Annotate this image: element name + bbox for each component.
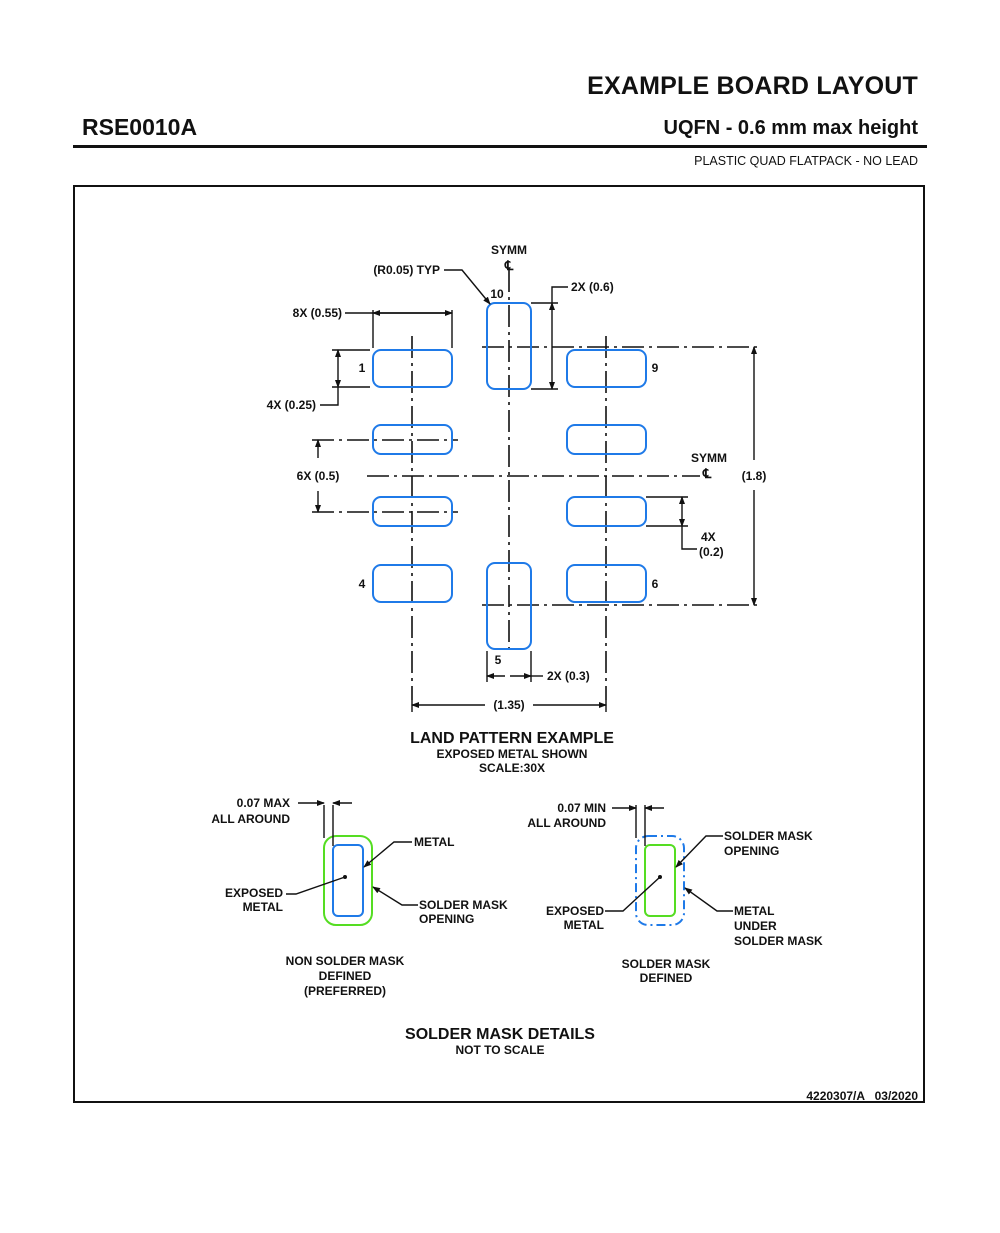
pad-10 [486,302,532,390]
smd-metal-under-mask-label: METAL [734,904,774,918]
pin-label-9: 9 [652,361,659,375]
dim-pad-length: 8X (0.55) [293,306,342,320]
solder-mask-details-subtitle: NOT TO SCALE [455,1043,544,1057]
centerline-icon: ℄ [504,258,514,273]
pad-1 [372,349,453,388]
pin-label-4: 4 [359,577,366,591]
nsmd-clearance-label: 0.07 MAX [237,796,290,810]
land-pattern-subtitle: EXPOSED METAL SHOWN [437,747,588,761]
part-number: RSE0010A [82,114,198,140]
nsmd-metal-label: METAL [414,835,454,849]
smd-labels: 0.07 MIN ALL AROUND SOLDER MASK OPENING … [527,801,823,985]
pin-label-6: 6 [652,577,659,591]
dim-row-span: (1.8) [742,469,767,483]
pad-5 [486,562,532,650]
pad-7 [566,496,647,527]
smd-opening-label-2: OPENING [724,844,779,858]
package-description: UQFN - 0.6 mm max height [663,117,919,139]
symm-label-horizontal: SYMM [691,451,727,465]
centerlines [312,270,762,700]
nsmd-labels: 0.07 MAX ALL AROUND METAL EXPOSED METAL … [211,796,508,998]
smd-clearance-label: 0.07 MIN [557,801,606,815]
pads [372,302,647,650]
land-pattern [312,269,762,712]
dim-center-pad-width: 2X (0.3) [547,669,590,683]
land-pattern-title: LAND PATTERN EXAMPLE [410,730,614,747]
dim-corner-radius: (R0.05) TYP [373,263,440,277]
pad-6 [566,564,647,603]
smd-metal-under-mask-label-3: SOLDER MASK [734,934,823,948]
smd-clearance-label-2: ALL AROUND [527,816,606,830]
smd-caption-2: DEFINED [640,971,693,985]
nsmd-exposed-metal-label-2: METAL [243,900,283,914]
land-pattern-scale: SCALE:30X [479,761,545,775]
nsmd-exposed-metal-label: EXPOSED [225,886,283,900]
page-title: EXAMPLE BOARD LAYOUT [587,72,918,100]
nsmd-clearance-label-2: ALL AROUND [211,812,290,826]
dim-side-pad-width: 4X (0.25) [267,398,316,412]
metal-under-mask-outline [635,835,685,926]
pad-9 [566,349,647,388]
drawing-frame [73,185,925,1103]
solder-mask-opening-outline [644,844,676,917]
pad-4 [372,564,453,603]
nsmd-caption-3: (PREFERRED) [304,984,386,998]
pin-label-5: 5 [495,653,502,667]
pin-label-1: 1 [359,361,366,375]
dim-center-pad-length: 2X (0.6) [571,280,614,294]
dim-pitch: 6X (0.5) [297,469,340,483]
metal-pad-outline [332,844,364,917]
smd-caption: SOLDER MASK [622,957,711,971]
smd-opening-label: SOLDER MASK [724,829,813,843]
pad-8 [566,424,647,455]
land-pattern-labels: SYMM ℄ (R0.05) TYP 10 2X (0.6) 8X (0.55)… [267,243,767,775]
package-type: PLASTIC QUAD FLATPACK - NO LEAD [694,154,918,168]
centerline-icon: ℄ [702,466,712,481]
dim-column-span: (1.35) [493,698,524,712]
smd-detail [605,805,733,926]
dimension-lines [315,269,757,712]
header-divider [73,145,927,148]
dim-inner-pad-width: (0.2) [699,545,724,559]
solder-mask-opening-outline [323,835,373,926]
pad-2 [372,424,453,455]
smd-metal-under-mask-label-2: UNDER [734,919,777,933]
document-id: 4220307/A 03/2020 [806,1089,918,1103]
nsmd-caption: NON SOLDER MASK [286,954,405,968]
pin-label-10: 10 [490,287,504,301]
pad-3 [372,496,453,527]
symm-label-vertical: SYMM [491,243,527,257]
solder-mask-details-title: SOLDER MASK DETAILS [405,1026,595,1043]
nsmd-opening-label-2: OPENING [419,912,474,926]
nsmd-opening-label: SOLDER MASK [419,898,508,912]
dim-inner-pad-width-count: 4X [701,530,716,544]
smd-exposed-metal-label-2: METAL [564,918,604,932]
nsmd-caption-2: DEFINED [319,969,372,983]
smd-exposed-metal-label: EXPOSED [546,904,604,918]
nsmd-detail [286,800,418,926]
